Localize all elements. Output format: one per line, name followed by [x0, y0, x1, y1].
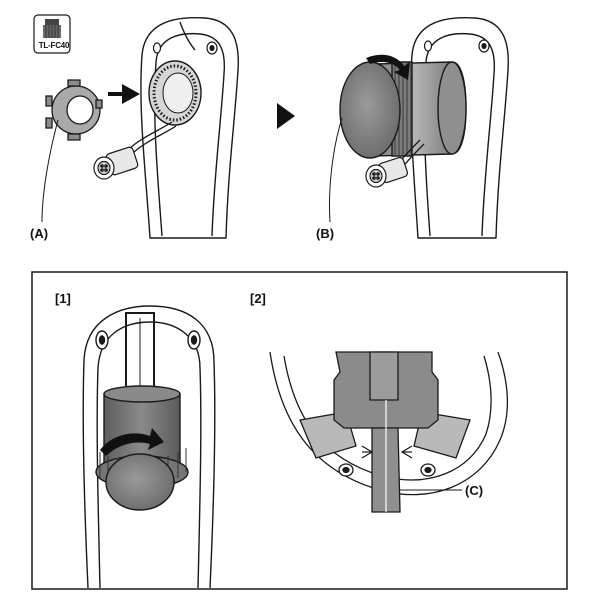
label-b: (B) — [316, 226, 335, 241]
rotation-arrow-1 — [100, 428, 164, 456]
crank-tool-icon — [33, 14, 71, 54]
insert-arrow — [108, 84, 140, 104]
label-step-1: [1] — [55, 291, 71, 306]
crank-bolt-holes-right — [423, 39, 490, 53]
rotation-arrow-b — [366, 54, 410, 80]
crank-bolt-holes-left — [152, 41, 218, 55]
leader-line-a — [41, 119, 59, 223]
cable-connector-left — [93, 146, 139, 180]
tool-step-1 — [95, 385, 189, 511]
next-step-arrow — [277, 103, 295, 129]
cable-connector-right — [365, 156, 409, 188]
adapter-ring-a — [45, 79, 103, 141]
tool-name: TL-FC40 — [38, 41, 70, 50]
zoom-detail — [269, 351, 509, 513]
crank-socket-left — [148, 60, 202, 126]
label-c: (C) — [465, 483, 484, 498]
leader-line-b — [329, 117, 343, 223]
label-step-2: [2] — [250, 291, 266, 306]
tool-b — [339, 61, 467, 159]
label-a: (A) — [30, 226, 49, 241]
clearance-arrows — [361, 445, 413, 459]
